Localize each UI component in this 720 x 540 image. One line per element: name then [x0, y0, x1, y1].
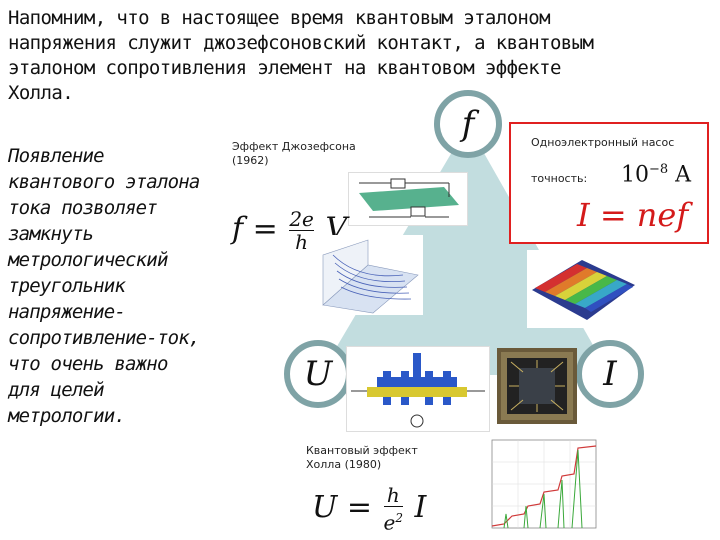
intro-line: Холла.: [8, 82, 74, 104]
hall-formula-var: I: [414, 489, 427, 525]
pump-precision-unit: A: [675, 162, 692, 188]
side-line: что очень важно: [8, 353, 168, 375]
intro-line: напряжения служит джозефсоновский контак…: [8, 32, 594, 54]
josephson-year: (1962): [232, 154, 269, 167]
intro-line: эталоном сопротивления элемент на кванто…: [8, 57, 561, 79]
chip-image: [497, 348, 577, 424]
pump-precision-label: точность:: [531, 172, 588, 185]
josephson-title: Эффект Джозефсона: [232, 140, 356, 153]
intro-paragraph: Напомним, что в настоящее время квантовы…: [8, 6, 708, 106]
josephson-circuit-image: [348, 172, 468, 226]
hall-fraction: h e2: [383, 484, 403, 535]
side-line: треугольник: [8, 275, 126, 297]
side-line: для целей: [8, 379, 105, 401]
side-line: квантового эталона: [8, 171, 200, 193]
intro-line: Напомним, что в настоящее время квантовы…: [8, 7, 551, 29]
josephson-steps-plot: [313, 235, 423, 315]
hall-circuit-image: [346, 346, 490, 432]
hall-plot: [474, 436, 614, 536]
pump-precision: 10−8 A: [621, 162, 691, 187]
josephson-formula-lhs: f =: [232, 211, 278, 247]
hall-title: Квантовый эффект: [306, 444, 418, 457]
hall-formula: U = h e2 I: [312, 484, 426, 534]
josephson-formula-num: 2e: [289, 207, 314, 231]
side-line: напряжение-: [8, 301, 126, 323]
node-current: I: [576, 340, 644, 408]
hall-formula-den-exp: 2: [395, 511, 403, 525]
josephson-fraction: 2e h: [289, 208, 314, 253]
side-line: сопротивление-ток,: [8, 327, 200, 349]
side-line: замкнуть: [8, 223, 94, 245]
pump-formula: I = nef: [577, 196, 689, 234]
node-voltage: U: [284, 340, 352, 408]
side-line: метрологии.: [8, 405, 126, 427]
pump-box: Одноэлектронный насос точность: 10−8 A I…: [509, 122, 709, 244]
side-line: метрологический: [8, 249, 168, 271]
side-line: тока позволяет: [8, 197, 158, 219]
side-line: Появление: [8, 145, 105, 167]
hall-formula-lhs: U =: [312, 489, 372, 525]
hall-formula-num: h: [383, 484, 403, 507]
node-frequency: f: [434, 90, 502, 158]
pump-3d-plot: [527, 250, 639, 328]
pump-title: Одноэлектронный насос: [531, 136, 675, 149]
pump-precision-exp: −8: [649, 162, 669, 177]
pump-precision-value: 10: [621, 162, 649, 188]
josephson-formula-den: h: [295, 230, 309, 254]
hall-title-line2: Холла (1980): [306, 458, 382, 471]
hall-formula-den: e: [383, 510, 396, 535]
side-paragraph: Появление квантового эталона тока позвол…: [8, 143, 253, 429]
